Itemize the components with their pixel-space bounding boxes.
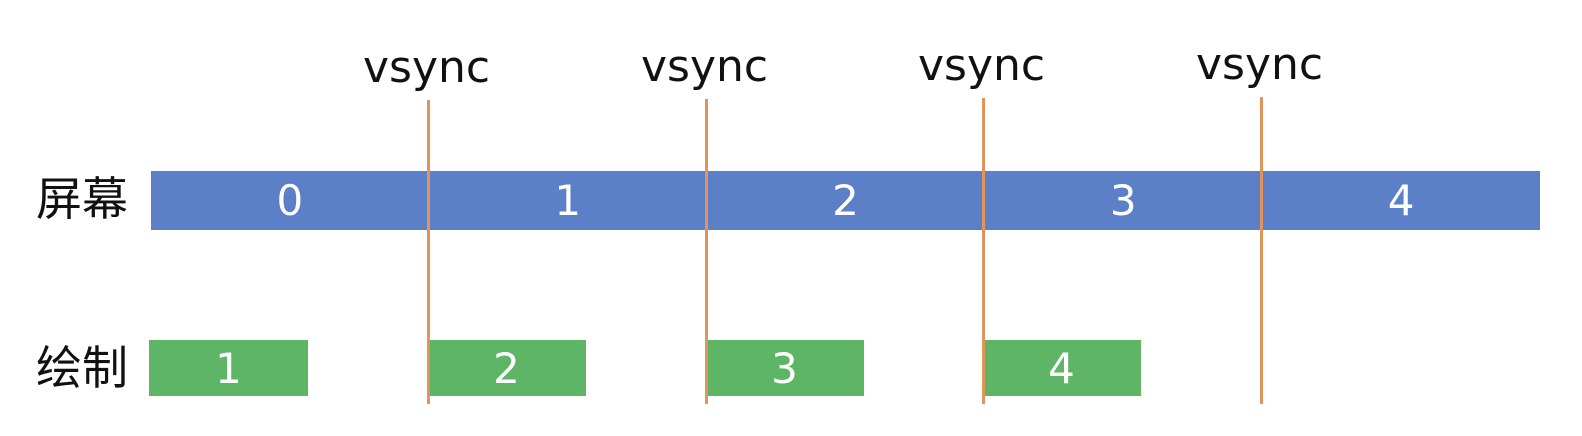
draw-frame-box: 2 [427, 340, 586, 396]
screen-frame-segment: 2 [706, 171, 985, 230]
vsync-label: vsync [1196, 39, 1324, 90]
draw-frame-box: 3 [705, 340, 864, 396]
vsync-label: vsync [641, 41, 769, 92]
screen-frame-segment: 3 [984, 171, 1263, 230]
screen-row-label: 屏幕 [36, 172, 128, 226]
screen-frame-segment: 4 [1262, 171, 1540, 230]
vsync-line [1260, 97, 1263, 404]
vsync-line [982, 98, 985, 404]
vsync-line [705, 99, 708, 404]
vsync-label: vsync [363, 42, 491, 93]
vsync-line [427, 100, 430, 404]
screen-frame-segment: 0 [151, 171, 429, 230]
draw-frame-box: 4 [982, 340, 1141, 396]
draw-frame-box: 1 [149, 340, 308, 396]
screen-frame-segment: 1 [428, 171, 707, 230]
draw-row-label: 绘制 [36, 341, 128, 395]
vsync-label: vsync [918, 40, 1046, 91]
